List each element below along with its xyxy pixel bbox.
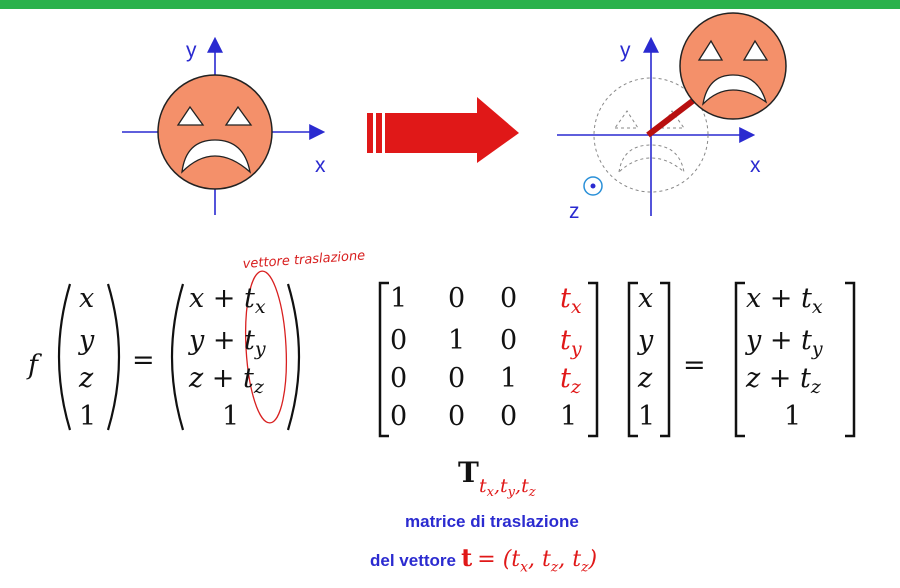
matrix-cell-3-2: 0 [500,401,517,432]
right-axes: x y z [557,36,761,223]
vector-bracket-right [660,281,671,438]
translated-face-right-eye [742,39,769,61]
matrix-cell-1-3: ty [560,325,582,360]
input-x: x [79,283,94,314]
vector-x: x [638,283,653,314]
right-y-label: y [620,39,631,62]
left-y-label: y [186,39,197,62]
top-green-bar [0,0,900,9]
sad-face-original [157,74,273,190]
matrix-cell-2-0: 0 [390,363,407,394]
matrix-name: T tx,ty,tz [458,456,536,500]
input-1: 1 [79,401,96,432]
result-entry-1: y + ty [745,325,823,360]
sad-face-translated [679,12,787,120]
input-y: y [78,325,95,356]
output-paren-left [170,283,185,431]
result-bracket-right [845,281,856,438]
matrix-name-subscript: tx,ty,tz [479,475,536,500]
matrix-equals-sign: = [683,350,706,381]
caption-line-2: del vettore t = (tx, tz, tz) [370,543,597,575]
handwritten-circle [244,270,288,424]
output-entry-1: y + ty [188,325,266,360]
translated-face-circle [679,12,787,120]
vector-bracket-left [627,281,638,438]
face-circle [157,74,273,190]
matrix-cell-0-2: 0 [500,283,517,314]
result-entry-0: x + tx [746,283,823,318]
right-x-label: x [750,154,761,177]
caption-equation: = (tx, tz, tz) [477,547,598,576]
face-mouth [181,139,251,174]
matrix-cell-2-1: 0 [448,363,465,394]
matrix-cell-3-1: 0 [448,401,465,432]
result-entry-3: 1 [784,401,801,432]
matrix-bracket-left [378,281,389,438]
left-x-label: x [315,154,326,177]
output-entry-0: x + tx [189,283,266,318]
matrix-cell-1-2: 0 [500,325,517,356]
vector-1: 1 [638,401,655,432]
vector-z: z [637,363,653,394]
caption-t-bold: t [461,543,473,572]
output-entry-2: z + tz [188,363,265,398]
matrix-cell-3-0: 0 [390,401,407,432]
output-entry-3: 1 [222,401,239,432]
matrix-name-T: T [458,456,479,489]
function-equation: f x y z 1 = x + txy + tyz + tz1 [26,283,301,432]
matrix-bracket-right [588,281,599,438]
matrix-cell-1-1: 1 [448,325,465,356]
matrix-cell-0-1: 0 [448,283,465,314]
result-bracket-left [734,281,745,438]
caption-line-1: matrice di traslazione [405,512,579,531]
output-paren-right [286,283,301,431]
handwritten-annotation: vettore traslazione [242,248,365,272]
big-red-arrow [367,97,519,163]
matrix-cell-1-0: 0 [390,325,407,356]
right-z-label: z [569,200,580,223]
equals-sign: = [132,345,155,376]
caption-line-2-prefix: del vettore [370,551,456,570]
matrix-cell-0-3: tx [560,283,582,318]
matrix-cell-0-0: 1 [390,283,407,314]
translated-face-left-eye [697,39,724,61]
input-paren-left [57,283,72,431]
function-name: f [26,350,42,381]
input-z: z [78,363,94,394]
translated-face-mouth [702,74,768,106]
face-right-eye [224,105,253,126]
matrix-cell-3-3: 1 [560,401,577,432]
face-left-eye [176,105,205,126]
matrix-cell-2-3: tz [560,363,582,398]
vector-y: y [637,325,654,356]
result-entry-2: z + tz [745,363,822,398]
matrix-cell-2-2: 1 [500,363,517,394]
ghost-face-original-position [593,77,709,193]
input-paren-right [106,283,121,431]
